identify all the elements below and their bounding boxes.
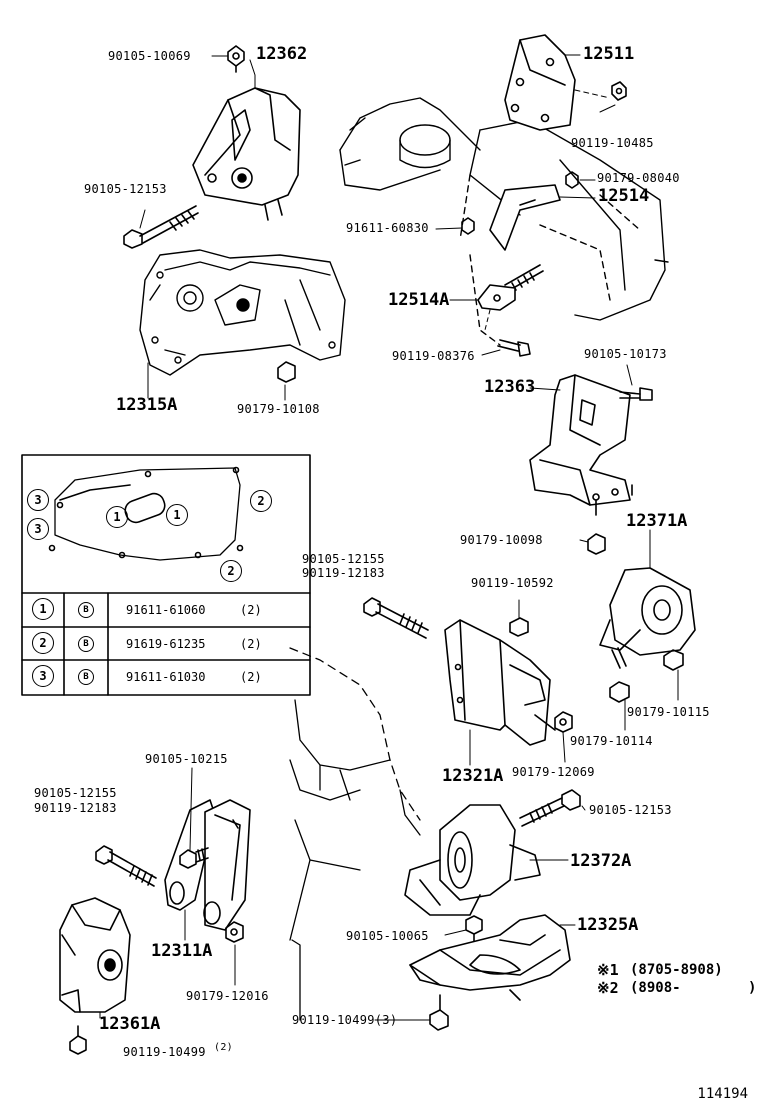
label-12311A: 12311A xyxy=(151,941,213,961)
nut-90179-10098-drawing xyxy=(587,533,606,555)
label-90119-10485: 90119-10485 xyxy=(571,136,654,150)
label-90105-12155-mid: 90105-12155 xyxy=(302,552,385,566)
label-90105-10065: 90105-10065 xyxy=(346,929,429,943)
label-12514: 12514 xyxy=(598,186,650,206)
inset-circle-1b: 1 xyxy=(166,504,188,526)
note-2-range: (8908- ) xyxy=(630,980,757,996)
nut-90179-10115-drawing xyxy=(663,649,684,671)
figure-id: 114194 xyxy=(697,1086,748,1102)
bolt-90119-10592-drawing xyxy=(509,599,529,637)
label-90119-12183-low: 90119-12183 xyxy=(34,801,117,815)
bolt-90105-12153-top-drawing xyxy=(123,205,199,249)
bolt-90105-10069-drawing xyxy=(211,45,245,73)
mount-12361A-drawing xyxy=(59,897,131,1013)
label-90179-12069: 90179-12069 xyxy=(512,765,595,779)
label-12321A: 12321A xyxy=(442,766,504,786)
label-90179-10115: 90179-10115 xyxy=(627,705,710,719)
label-90119-08376: 90119-08376 xyxy=(392,349,475,363)
inset-circle-2a: 2 xyxy=(250,490,272,512)
bracket-12311A-drawing xyxy=(164,799,251,931)
row-2-part: 91619-61235 xyxy=(126,637,206,651)
note-1-mark: ※1 xyxy=(597,961,619,979)
label-90179-10114: 90179-10114 xyxy=(570,734,653,748)
bolt-90105-10173-drawing xyxy=(619,387,653,401)
bolt-90119-10499-3-drawing xyxy=(429,994,449,1031)
bolt-90105-10215-drawing xyxy=(179,847,209,869)
label-12511: 12511 xyxy=(583,44,635,64)
row-3-sym: B xyxy=(78,669,94,685)
label-90179-10108: 90179-10108 xyxy=(237,402,320,416)
inset-table-drawing xyxy=(21,454,311,696)
nut-90119-10485-drawing xyxy=(611,81,627,101)
label-12325A: 12325A xyxy=(577,915,639,935)
row-1-part: 91611-61060 xyxy=(126,603,206,617)
bolt-90119-10499-2-drawing xyxy=(69,1025,87,1055)
bracket-12511-drawing xyxy=(504,34,611,131)
label-90105-10215: 90105-10215 xyxy=(145,752,228,766)
label-91611-60830: 91611-60830 xyxy=(346,221,429,235)
bolt-90105-12155-low-drawing xyxy=(95,845,157,887)
label-90119-10592: 90119-10592 xyxy=(471,576,554,590)
cover-12315A-drawing xyxy=(139,249,346,376)
bolt-90105-12153-low-drawing xyxy=(519,789,581,827)
label-90179-12016: 90179-12016 xyxy=(186,989,269,1003)
row-2-num: 2 xyxy=(32,632,54,654)
label-90105-10173: 90105-10173 xyxy=(584,347,667,361)
label-12363: 12363 xyxy=(484,377,536,397)
inset-circle-2b: 2 xyxy=(220,560,242,582)
bracket-12321A-drawing xyxy=(444,619,556,746)
note-1-range: (8705-8908) xyxy=(630,962,723,978)
label-90105-10069: 90105-10069 xyxy=(108,49,191,63)
leader-lines xyxy=(99,54,679,1021)
label-90105-12153-low: 90105-12153 xyxy=(589,803,672,817)
nut-91611-60830-drawing xyxy=(461,217,475,235)
inset-circle-1a: 1 xyxy=(106,506,128,528)
row-1-sym: B xyxy=(78,602,94,618)
inset-circle-3b: 3 xyxy=(27,518,49,540)
label-90179-08040: 90179-08040 xyxy=(597,171,680,185)
transaxle-body-drawing xyxy=(289,647,421,1021)
row-2-sym: B xyxy=(78,636,94,652)
mount-12371A-drawing xyxy=(599,544,696,669)
label-12362: 12362 xyxy=(256,44,308,64)
row-3-part: 91611-61030 xyxy=(126,670,206,684)
bracket-12514-drawing xyxy=(489,184,561,251)
label-12361A: 12361A xyxy=(99,1014,161,1034)
bracket-12514A-drawing xyxy=(477,264,544,331)
label-12371A: 12371A xyxy=(626,511,688,531)
nut-90179-12016-drawing xyxy=(225,921,244,943)
row-2-qty: (2) xyxy=(240,637,262,651)
nut-90179-10108-drawing xyxy=(277,361,296,383)
bracket-12362-drawing xyxy=(192,87,301,221)
nut-90179-10114-drawing xyxy=(609,681,630,703)
label-90119-10499: 90119-10499 xyxy=(123,1045,206,1059)
bolt-90105-12155-mid-drawing xyxy=(363,597,429,639)
row-1-qty: (2) xyxy=(240,603,262,617)
row-1-num: 1 xyxy=(32,598,54,620)
row-3-num: 3 xyxy=(32,665,54,687)
label-90105-12153-top: 90105-12153 xyxy=(84,182,167,196)
row-3-qty: (2) xyxy=(240,670,262,684)
inset-circle-3a: 3 xyxy=(27,489,49,511)
bracket-12363-drawing xyxy=(529,374,633,516)
label-12372A: 12372A xyxy=(570,851,632,871)
label-qty-2: (2) xyxy=(214,1042,233,1053)
label-12514A: 12514A xyxy=(388,290,450,310)
label-90105-12155-low: 90105-12155 xyxy=(34,786,117,800)
bolt-90119-08376-drawing xyxy=(497,339,531,357)
nut-90179-08040-drawing xyxy=(565,171,579,189)
label-90179-10098: 90179-10098 xyxy=(460,533,543,547)
bracket-12325A-drawing xyxy=(409,914,571,1001)
label-90119-12183-mid: 90119-12183 xyxy=(302,566,385,580)
label-12315A: 12315A xyxy=(116,395,178,415)
mount-12372A-drawing xyxy=(404,804,541,916)
nut-90179-12069-drawing xyxy=(554,711,573,733)
label-90119-10499-3: 90119-10499(3) xyxy=(292,1013,398,1027)
note-2-mark: ※2 xyxy=(597,979,619,997)
